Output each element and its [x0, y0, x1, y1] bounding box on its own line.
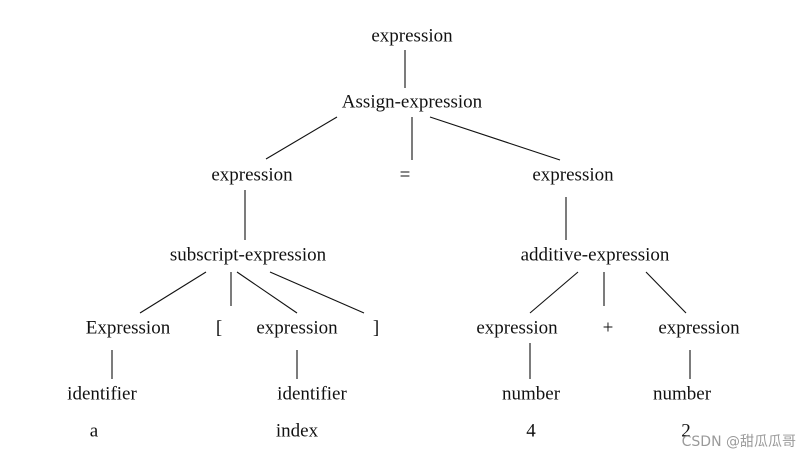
edge-assign-rhs [429, 116, 561, 161]
node-equals: = [399, 164, 411, 186]
node-subscript-expression: subscript-expression [169, 244, 327, 266]
node-plus: + [602, 317, 614, 339]
node-left-bracket: [ [215, 317, 223, 339]
node-Expression: Expression [85, 317, 171, 339]
edge-subscript-rbracket [269, 271, 365, 314]
leaf-4: 4 [526, 420, 536, 442]
node-additive-left-expression: expression [476, 317, 558, 339]
node-rhs-expression: expression [532, 164, 614, 186]
edge-subscript-Expression [139, 271, 207, 314]
node-number-4: number [501, 383, 561, 405]
node-lhs-expression: expression [211, 164, 293, 186]
node-subscript-inner-expression: expression [256, 317, 338, 339]
edge-additive-left [529, 271, 579, 314]
edge-subscript-expression [236, 271, 298, 314]
leaf-2: 2 [681, 420, 691, 442]
node-identifier-index: identifier [277, 383, 347, 405]
node-identifier-a: identifier [67, 383, 137, 405]
leaf-index: index [275, 420, 319, 442]
edge-additive-right [645, 271, 687, 314]
node-additive-expression: additive-expression [520, 244, 670, 266]
node-assign-expression: Assign-expression [341, 91, 483, 113]
leaf-a: a [89, 420, 99, 442]
node-root-expression: expression [371, 25, 453, 47]
node-right-bracket: ] [372, 317, 380, 339]
node-additive-right-expression: expression [658, 317, 740, 339]
edge-assign-lhs [265, 116, 338, 160]
csdn-watermark: CSDN @甜瓜瓜哥 [681, 434, 796, 450]
node-number-2: number [652, 383, 712, 405]
